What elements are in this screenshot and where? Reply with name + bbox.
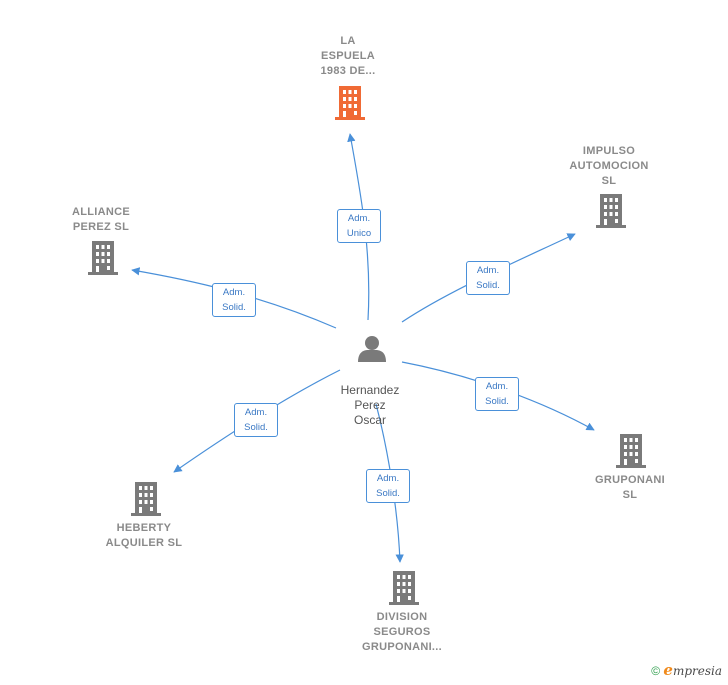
company-label: DIVISION SEGUROS GRUPONANI...: [362, 611, 442, 653]
company-node-division[interactable]: DIVISION SEGUROS GRUPONANI...: [350, 610, 454, 655]
brand-footer: © empresia: [651, 661, 722, 679]
company-node-heberty[interactable]: HEBERTY ALQUILER SL: [92, 521, 196, 551]
building-icon: [389, 571, 419, 605]
person-icon: [358, 336, 386, 362]
company-label: IMPULSO AUTOMOCION SL: [569, 145, 649, 187]
brand-logo: empresia: [663, 661, 722, 679]
company-node-impulso[interactable]: IMPULSO AUTOMOCION SL: [556, 144, 662, 189]
company-label: LA ESPUELA 1983 DE...: [320, 35, 376, 77]
edge-label-alliance: Adm. Solid.: [212, 283, 256, 317]
edge-label-la-espuela: Adm. Unico: [337, 209, 381, 243]
edge-label-division: Adm. Solid.: [366, 469, 410, 503]
edge-label-heberty: Adm. Solid.: [234, 403, 278, 437]
building-icon: [596, 194, 626, 228]
building-icon: [88, 241, 118, 275]
edge-label-gruponani: Adm. Solid.: [475, 377, 519, 411]
company-node-la-espuela[interactable]: LA ESPUELA 1983 DE...: [300, 34, 396, 79]
edge-label-impulso: Adm. Solid.: [466, 261, 510, 295]
company-node-alliance[interactable]: ALLIANCE PEREZ SL: [52, 205, 150, 235]
edges: [131, 133, 595, 563]
building-icon: [131, 482, 161, 516]
company-label: GRUPONANI SL: [595, 474, 665, 501]
company-label: ALLIANCE PEREZ SL: [71, 206, 130, 233]
person-node[interactable]: Hernandez Perez Oscar: [330, 368, 410, 428]
copyright-symbol: ©: [651, 664, 661, 678]
company-label: HEBERTY ALQUILER SL: [105, 522, 183, 549]
building-icon: [616, 434, 646, 468]
building-icon: [335, 86, 365, 120]
person-name: Hernandez Perez Oscar: [340, 383, 400, 427]
company-node-gruponani[interactable]: GRUPONANI SL: [584, 473, 676, 503]
